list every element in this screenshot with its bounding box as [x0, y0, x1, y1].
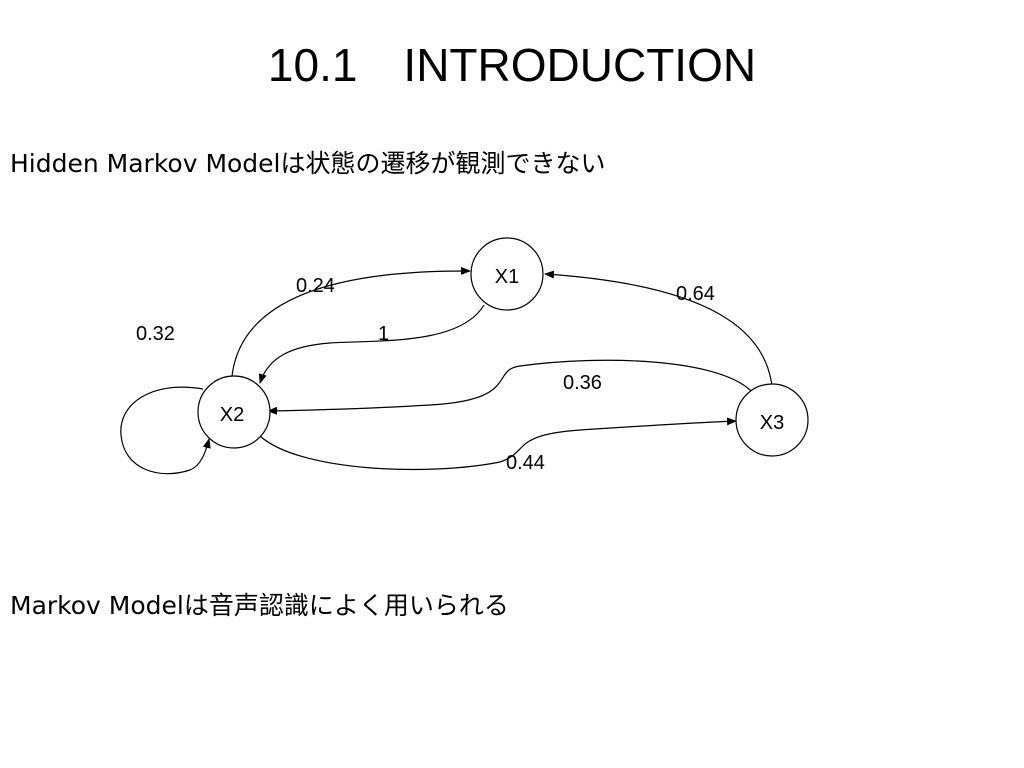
- edge-x1-to-x2: [258, 304, 485, 384]
- state-label-x3: X3: [760, 412, 784, 434]
- state-node-x3: [735, 383, 809, 457]
- edge-x2-to-x3: [259, 417, 737, 471]
- state-node-x1: [470, 237, 544, 311]
- state-label-x1: X1: [495, 266, 519, 288]
- state-node-x2: [197, 375, 271, 449]
- prob-label-x3-to-x1: 0.64: [676, 283, 715, 305]
- prob-label-x2-to-x3: 0.44: [506, 452, 545, 474]
- edge-x3-to-x2: [267, 359, 753, 415]
- edge-x2-to-x1: [231, 266, 471, 377]
- edge-x2-self-loop: [120, 386, 211, 475]
- bullet-markov-usage: Markov Modelは音声認識によく用いられる: [10, 591, 509, 620]
- prob-label-x3-to-x2: 0.36: [563, 372, 602, 394]
- prob-label-x2-self: 0.32: [136, 323, 175, 345]
- prob-label-x1-to-x2: 1: [378, 323, 389, 345]
- bullet-hmm-description: Hidden Markov Modelは状態の遷移が観測できない: [10, 149, 606, 178]
- edge-x3-to-x1: [544, 270, 773, 387]
- prob-label-x2-to-x1: 0.24: [296, 275, 335, 297]
- slide-title: 10.1 INTRODUCTION: [267, 39, 757, 91]
- state-label-x2: X2: [220, 404, 244, 426]
